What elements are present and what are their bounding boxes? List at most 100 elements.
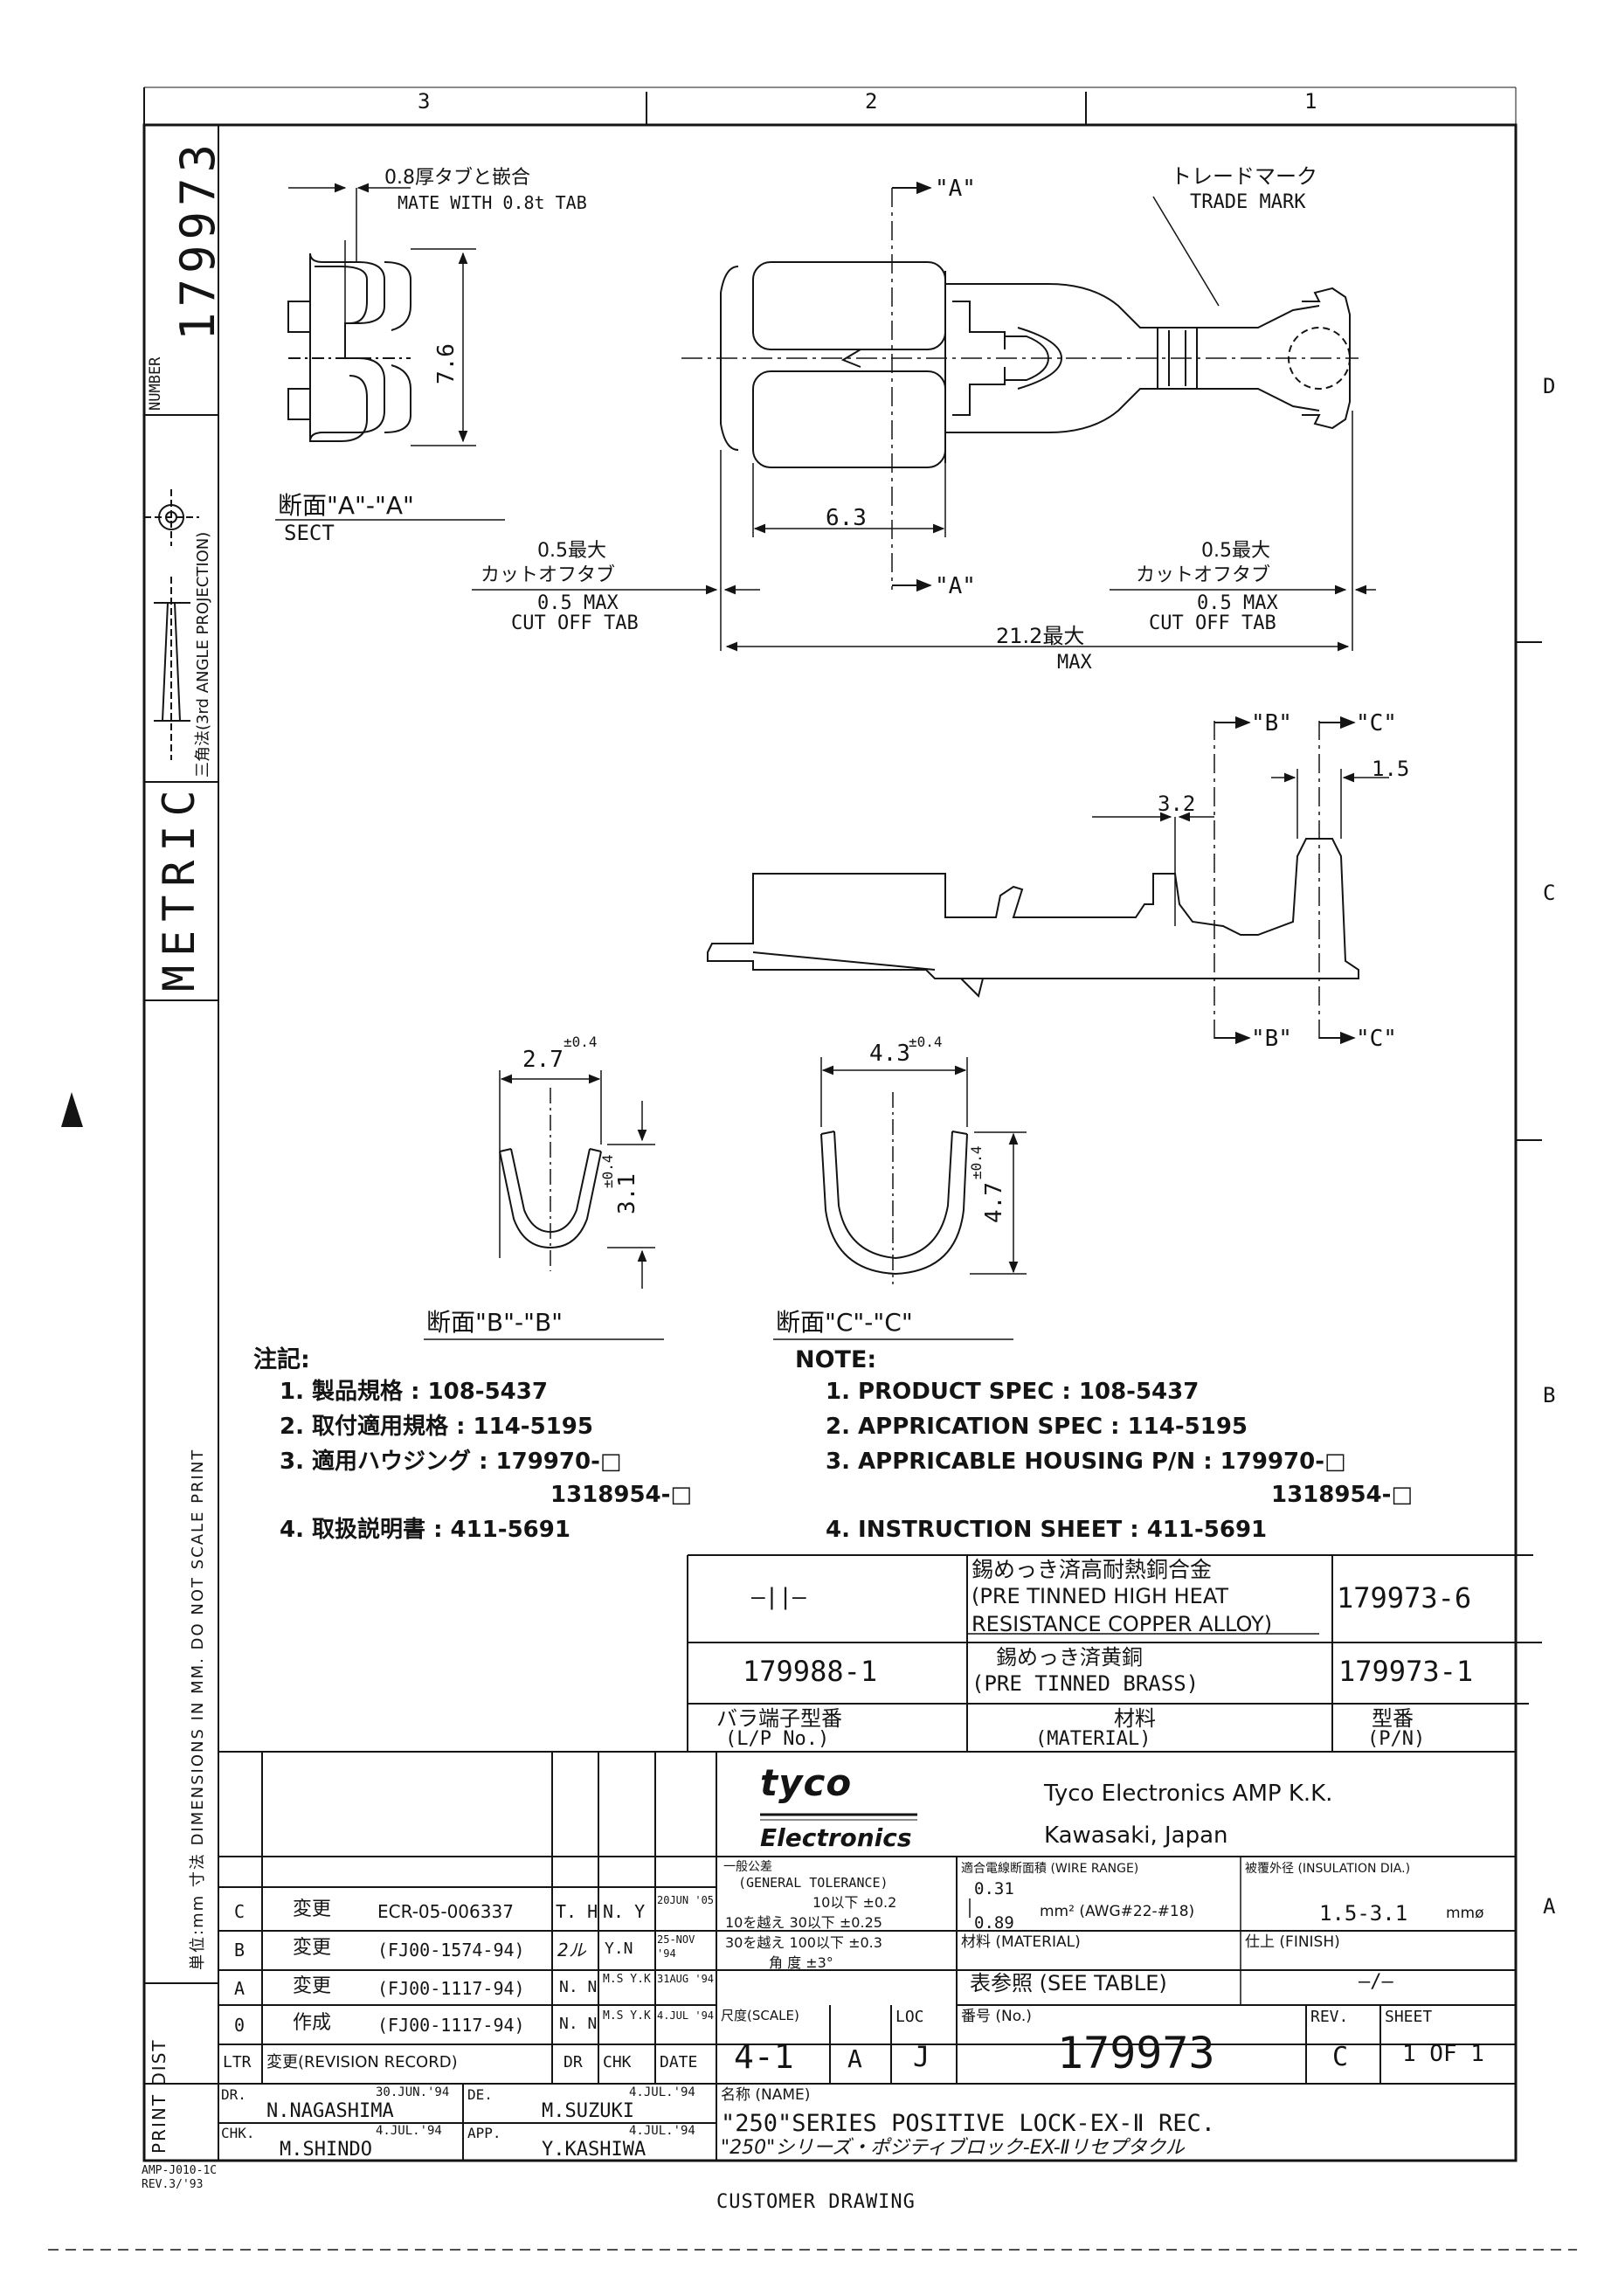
- drawing-no-label: 番号 (No.): [961, 2008, 1032, 2025]
- rev-a-chk: M.S Y.K: [603, 1973, 651, 1986]
- approved-name: Y.KASHIWA: [542, 2139, 647, 2161]
- rev-0-record: (FJ00-1117-94): [377, 2015, 525, 2036]
- mat-header-lp-jp: バラ端子型番: [716, 1706, 842, 1731]
- sheet-label: SHEET: [1385, 2008, 1433, 2026]
- mat-r2-pn: 179973-1: [1338, 1655, 1474, 1688]
- notes-jp-1: 1. 製品規格 : 108-5437: [280, 1379, 548, 1405]
- name-label: 名称 (NAME): [721, 2086, 811, 2104]
- mate-with-tab-en: MATE WITH 0.8t TAB: [398, 192, 587, 213]
- tolerance-row-1: 10以下 ±0.2: [812, 1894, 897, 1911]
- rev-header-ltr: LTR: [223, 2053, 252, 2071]
- wire-range-max: 0.89: [974, 1913, 1014, 1933]
- zone-c: C: [1543, 881, 1556, 905]
- loc-value: J: [913, 2040, 930, 2073]
- insulation-label: 被覆外径 (INSULATION DIA.): [1245, 1862, 1411, 1876]
- rev-a-desc: 変更: [293, 1975, 332, 1997]
- rev-a-ltr: A: [234, 1978, 245, 1999]
- mat-header-pn-en: (P/N): [1367, 1728, 1426, 1750]
- drawn-date: 30.JUN.'94: [376, 2085, 450, 2099]
- sect-bb-height-tol: ±0.4: [599, 1154, 616, 1188]
- notes-en-1: 1. PRODUCT SPEC : 108-5437: [826, 1379, 1200, 1405]
- rev-value: C: [1332, 2042, 1349, 2072]
- section-b-top: "B": [1251, 710, 1292, 737]
- number-label: NUMBER: [147, 356, 164, 411]
- trade-mark-jp: トレードマーク: [1171, 164, 1317, 189]
- wire-range-min: 0.31: [974, 1879, 1014, 1898]
- sect-bb-width-tol: ±0.4: [564, 1034, 598, 1050]
- mat-r1-material-en1: (PRE TINNED HIGH HEAT: [971, 1584, 1229, 1608]
- mat-header-lp-en: (L/P No.): [725, 1728, 830, 1750]
- material-ref-value: 表参照 (SEE TABLE): [970, 1971, 1167, 1995]
- zone-b: B: [1543, 1383, 1556, 1407]
- drawing-no-value: 179973: [1057, 2028, 1215, 2078]
- finish-value: —/—: [1359, 1971, 1393, 1993]
- mat-r2-material-en: (PRE TINNED BRASS): [971, 1671, 1200, 1696]
- part-name-en: "250"SERIES POSITIVE LOCK-EX-Ⅱ REC.: [721, 2110, 1215, 2137]
- zone-3: 3: [418, 89, 431, 114]
- metric-label: METRIC: [154, 781, 204, 992]
- tyco-logo-top: tyco: [760, 1761, 853, 1804]
- zone-a: A: [1543, 1894, 1556, 1919]
- sect-bb-title: 断面"B"-"B": [426, 1308, 564, 1337]
- rev-b-date: 25-NOV '94: [657, 1933, 695, 1960]
- rev-c-ltr: C: [234, 1901, 245, 1922]
- rev-b-record: (FJ00-1574-94): [377, 1940, 525, 1961]
- rev-b-ltr: B: [234, 1940, 245, 1961]
- mat-r2-lp: 179988-1: [743, 1655, 878, 1688]
- notes-jp-3: 3. 適用ハウジング : 179970-□: [280, 1449, 622, 1475]
- drawing-size: A: [847, 2044, 862, 2073]
- finish-label: 仕上 (FINISH): [1245, 1933, 1340, 1951]
- rev-a-record: (FJ00-1117-94): [377, 1978, 525, 1999]
- mat-header-material-jp: 材料: [1114, 1706, 1156, 1731]
- rev-0-ltr: 0: [234, 2015, 245, 2036]
- approved-label: APP.: [467, 2125, 501, 2141]
- rev-0-dr: N. N: [559, 2015, 598, 2033]
- dimensions-note: 単位:mm 寸法 DIMENSIONS IN MM. DO NOT SCALE …: [189, 1448, 207, 1970]
- side-drawing-number: 179973: [170, 138, 225, 341]
- rev-a-date: 31AUG '94: [657, 1973, 715, 1985]
- dim-21-2-jp: 21.2最大: [996, 624, 1085, 648]
- rev-label: REV.: [1310, 2008, 1349, 2026]
- left-cutoff-en2: CUT OFF TAB: [511, 612, 639, 634]
- sect-bb-height: 3.1: [614, 1173, 640, 1214]
- right-cutoff-en2: CUT OFF TAB: [1149, 612, 1276, 634]
- rev-0-desc: 作成: [293, 2012, 332, 2034]
- sect-cc-width: 4.3: [869, 1041, 910, 1067]
- rev-header-date: DATE: [660, 2053, 698, 2071]
- checked-name: M.SHINDO: [280, 2139, 372, 2161]
- right-cutoff-jp2: カットオフタブ: [1136, 564, 1271, 586]
- material-ref-label: 材料 (MATERIAL): [961, 1933, 1081, 1951]
- mat-r1-material-en2: RESISTANCE COPPER ALLOY): [971, 1612, 1273, 1636]
- zone-2: 2: [865, 89, 878, 114]
- left-cutoff-en1: 0.5 MAX: [537, 592, 619, 614]
- sect-cc-title: 断面"C"-"C": [776, 1308, 913, 1337]
- notes-en-title: NOTE:: [795, 1346, 877, 1373]
- orientation-triangle: [61, 1092, 83, 1127]
- design-label: DE.: [467, 2086, 493, 2103]
- tolerance-title-en: (GENERAL TOLERANCE): [738, 1875, 889, 1891]
- rev-c-dr: T. H: [556, 1901, 598, 1922]
- company-name: Tyco Electronics AMP K.K.: [1044, 1781, 1333, 1807]
- tolerance-row-4: 角 度 ±3°: [769, 1954, 833, 1971]
- sect-aa-subtitle: SECT: [284, 521, 335, 545]
- mat-header-material-en: (MATERIAL): [1035, 1728, 1151, 1750]
- section-a-bottom: "A": [935, 573, 976, 599]
- wire-range-label: 適合電線断面積 (WIRE RANGE): [961, 1862, 1139, 1876]
- insulation-unit: mmø: [1446, 1905, 1484, 1922]
- notes-jp-title: 注記:: [253, 1346, 310, 1373]
- rev-header-chk: CHK: [603, 2053, 632, 2071]
- insulation-value: 1.5-3.1: [1319, 1901, 1408, 1926]
- rev-0-chk: M.S Y.K: [603, 2009, 651, 2023]
- sect-bb-width: 2.7: [522, 1047, 564, 1073]
- notes-jp-2: 2. 取付適用規格 : 114-5195: [280, 1414, 593, 1440]
- customer-drawing-label: CUSTOMER DRAWING: [716, 2191, 916, 2213]
- sect-cc-height: 4.7: [981, 1182, 1007, 1223]
- trade-mark-en: TRADE MARK: [1190, 191, 1306, 213]
- design-name: M.SUZUKI: [542, 2100, 634, 2122]
- checked-date: 4.JUL.'94: [376, 2124, 442, 2138]
- dim-6-3: 6.3: [826, 505, 867, 531]
- section-a-top: "A": [935, 176, 976, 202]
- wire-range-unit: mm² (AWG#22-#18): [1040, 1903, 1195, 1920]
- dim-1-5: 1.5: [1372, 757, 1410, 781]
